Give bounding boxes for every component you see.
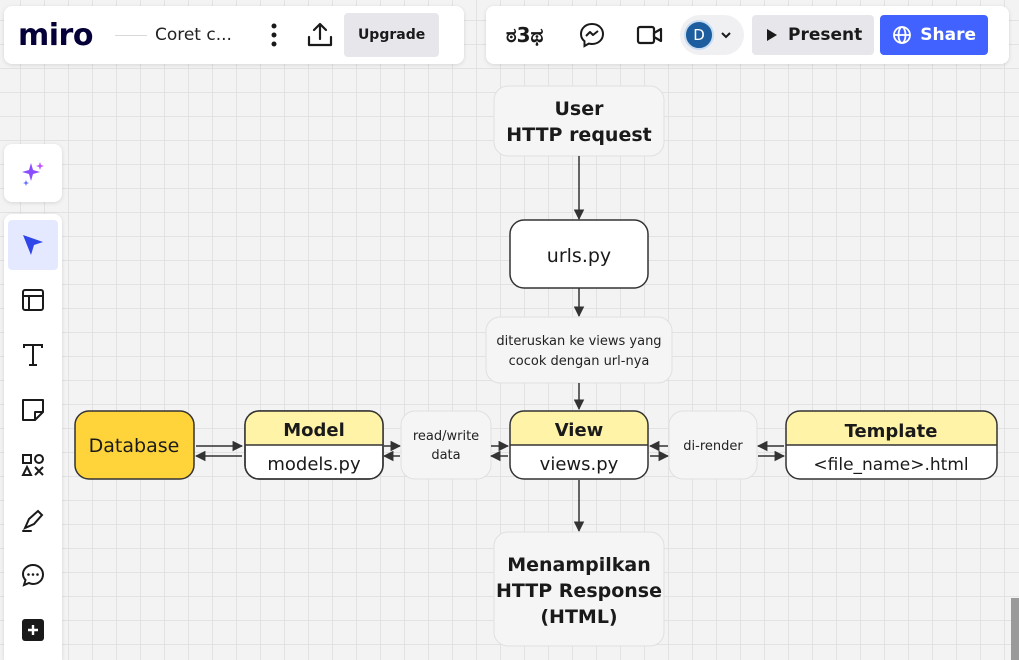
template-node[interactable]: Template <file_name>.html [785,410,998,480]
view-title: View [555,420,604,441]
database-label: Database [89,435,180,457]
templates-tool[interactable] [8,275,58,325]
user-request-line-1: User [555,98,605,120]
database-node[interactable]: Database [74,410,195,480]
present-label: Present [788,25,863,45]
board-icon-placeholder [114,34,147,36]
text-icon [23,344,43,366]
present-button[interactable]: Present [752,15,875,55]
avatar[interactable]: D [684,20,714,50]
di-render-label: di-render [683,439,743,454]
miro-logo[interactable]: miro [18,17,93,53]
response-node[interactable]: Menampilkan HTTP Response (HTML) [493,531,665,647]
read-write-note[interactable]: read/write data [400,410,492,480]
user-request-node[interactable]: User HTTP request [493,85,665,157]
model-file: models.py [267,454,361,475]
response-line-2: HTTP Response [496,580,662,602]
text-tool[interactable] [8,330,58,380]
more-options-button[interactable] [254,15,294,55]
share-button[interactable]: Share [880,15,988,55]
chevron-down-icon [721,32,731,39]
sticky-note-icon [22,399,44,421]
read-write-line-1: read/write [413,429,479,444]
chat-button[interactable] [572,15,612,55]
pen-tool[interactable] [8,495,58,545]
upgrade-button[interactable]: Upgrade [343,13,440,57]
vertical-scrollbar-thumb[interactable] [1011,598,1019,660]
share-label: Share [920,25,976,45]
export-button[interactable] [300,15,340,55]
urls-label: urls.py [547,245,611,267]
forward-note-line-1: diteruskan ke views yang [496,334,661,349]
pen-icon [22,509,44,532]
messenger-icon [579,22,605,48]
sticky-note-tool[interactable] [8,385,58,435]
left-toolbar [4,214,62,660]
template-file: <file_name>.html [813,455,968,475]
view-node[interactable]: View views.py [509,410,649,480]
cursor-arrow-icon [23,235,43,255]
board-header-right: ಠ3ಥ D Present Share [486,6,1009,64]
play-icon [767,29,777,41]
read-write-line-2: data [431,448,460,463]
globe-icon [893,26,912,44]
model-title: Model [283,420,345,441]
kebab-menu-icon [271,23,277,47]
sparkle-icon [22,162,44,186]
select-tool[interactable] [8,220,58,270]
ai-assist-button[interactable] [13,153,53,193]
comment-icon [21,563,45,587]
upload-icon [307,22,333,47]
video-call-button[interactable] [630,15,670,55]
view-file: views.py [540,454,619,475]
more-tools[interactable] [8,605,58,655]
layout-icon [22,289,44,311]
model-node[interactable]: Model models.py [244,410,384,480]
forward-note-line-2: cocok dengan url-nya [509,354,650,369]
plus-square-icon [22,619,44,641]
reactions-button[interactable]: ಠ3ಥ [506,23,544,47]
response-line-3: (HTML) [540,606,617,628]
template-title: Template [845,421,938,442]
board-name[interactable]: Coret c... [154,25,232,45]
response-line-1: Menampilkan [507,554,651,576]
ai-assist-panel [4,144,62,202]
user-request-line-2: HTTP request [506,124,651,146]
di-render-note[interactable]: di-render [668,410,758,480]
board-header-left: miro Coret c... Upgrade [4,6,464,64]
comment-tool[interactable] [8,550,58,600]
collaborators-menu[interactable]: D [680,15,744,55]
shapes-icon [21,454,44,476]
urls-node[interactable]: urls.py [509,219,649,289]
forward-note[interactable]: diteruskan ke views yang cocok dengan ur… [485,316,673,384]
video-camera-icon [636,25,663,45]
shapes-tool[interactable] [8,440,58,490]
